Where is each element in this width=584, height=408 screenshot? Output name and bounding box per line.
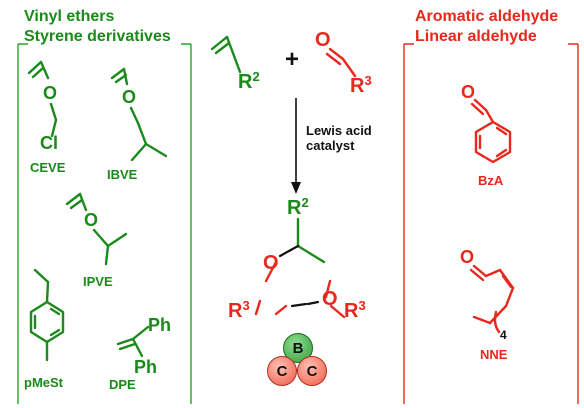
right-panel-title-1: Aromatic aldehyde	[415, 8, 559, 25]
product-ring-oxygen-right: O	[322, 288, 338, 310]
aldehyde-reactant-structure	[325, 47, 357, 78]
product-vinyl-bonds	[296, 217, 326, 264]
left-panel-bracket	[17, 43, 192, 404]
right-panel-bracket	[403, 43, 579, 404]
vinyl-reactant-structure	[210, 35, 242, 74]
aldehyde-oxygen: O	[315, 29, 331, 51]
ibve-label: IBVE	[107, 167, 138, 182]
dpe-phenyl-2: Ph	[134, 357, 158, 377]
pmest-label: pMeSt	[24, 375, 63, 390]
sequence-node-c-right: C	[297, 356, 327, 386]
reaction-arrow-head	[291, 182, 301, 194]
ibve-oxygen: O	[122, 87, 137, 107]
vinyl-r2-group: R2	[238, 69, 260, 93]
ipve-label: IPVE	[83, 274, 113, 289]
product-ring-bond	[278, 244, 300, 258]
sequence-node-c-left: C	[267, 356, 297, 386]
nne-chain-repeat: 4	[500, 328, 507, 342]
dpe-structure	[116, 325, 150, 358]
product-r3-left-group: R3	[228, 298, 250, 322]
ceve-chlorine: Cl	[40, 133, 58, 153]
dpe-phenyl-1: Ph	[148, 315, 172, 335]
right-panel-title-2: Linear aldehyde	[415, 28, 537, 45]
nne-oxygen: O	[460, 247, 475, 267]
dpe-label: DPE	[109, 377, 136, 392]
left-panel-title-2: Styrene derivatives	[24, 28, 171, 45]
ceve-label: CEVE	[30, 160, 66, 175]
product-r3-right-group: R3	[344, 298, 366, 322]
catalyst-label-2: catalyst	[306, 138, 355, 153]
bza-structure	[470, 98, 512, 164]
product-ring-oxygen-left: O	[263, 252, 279, 274]
ceve-oxygen: O	[43, 83, 58, 103]
ipve-structure	[65, 192, 128, 266]
ibve-structure	[110, 67, 168, 162]
left-panel-title-1: Vinyl ethers	[24, 8, 115, 25]
bza-label: BzA	[478, 173, 504, 188]
bza-oxygen: O	[461, 82, 476, 102]
product-ring-bond-right	[306, 300, 320, 306]
plus-sign: +	[285, 46, 300, 73]
ceve-structure	[27, 60, 58, 138]
catalyst-label-1: Lewis acid	[306, 123, 372, 138]
ipve-oxygen: O	[84, 210, 99, 230]
pmest-structure	[29, 268, 65, 362]
product-aldehyde-bonds	[254, 260, 346, 319]
aldehyde-r3-group: R3	[350, 73, 372, 97]
nne-structure	[469, 264, 515, 334]
product-ring-bond-lower	[290, 302, 308, 308]
product-r2-group: R2	[287, 195, 309, 219]
nne-label: NNE	[480, 347, 508, 362]
